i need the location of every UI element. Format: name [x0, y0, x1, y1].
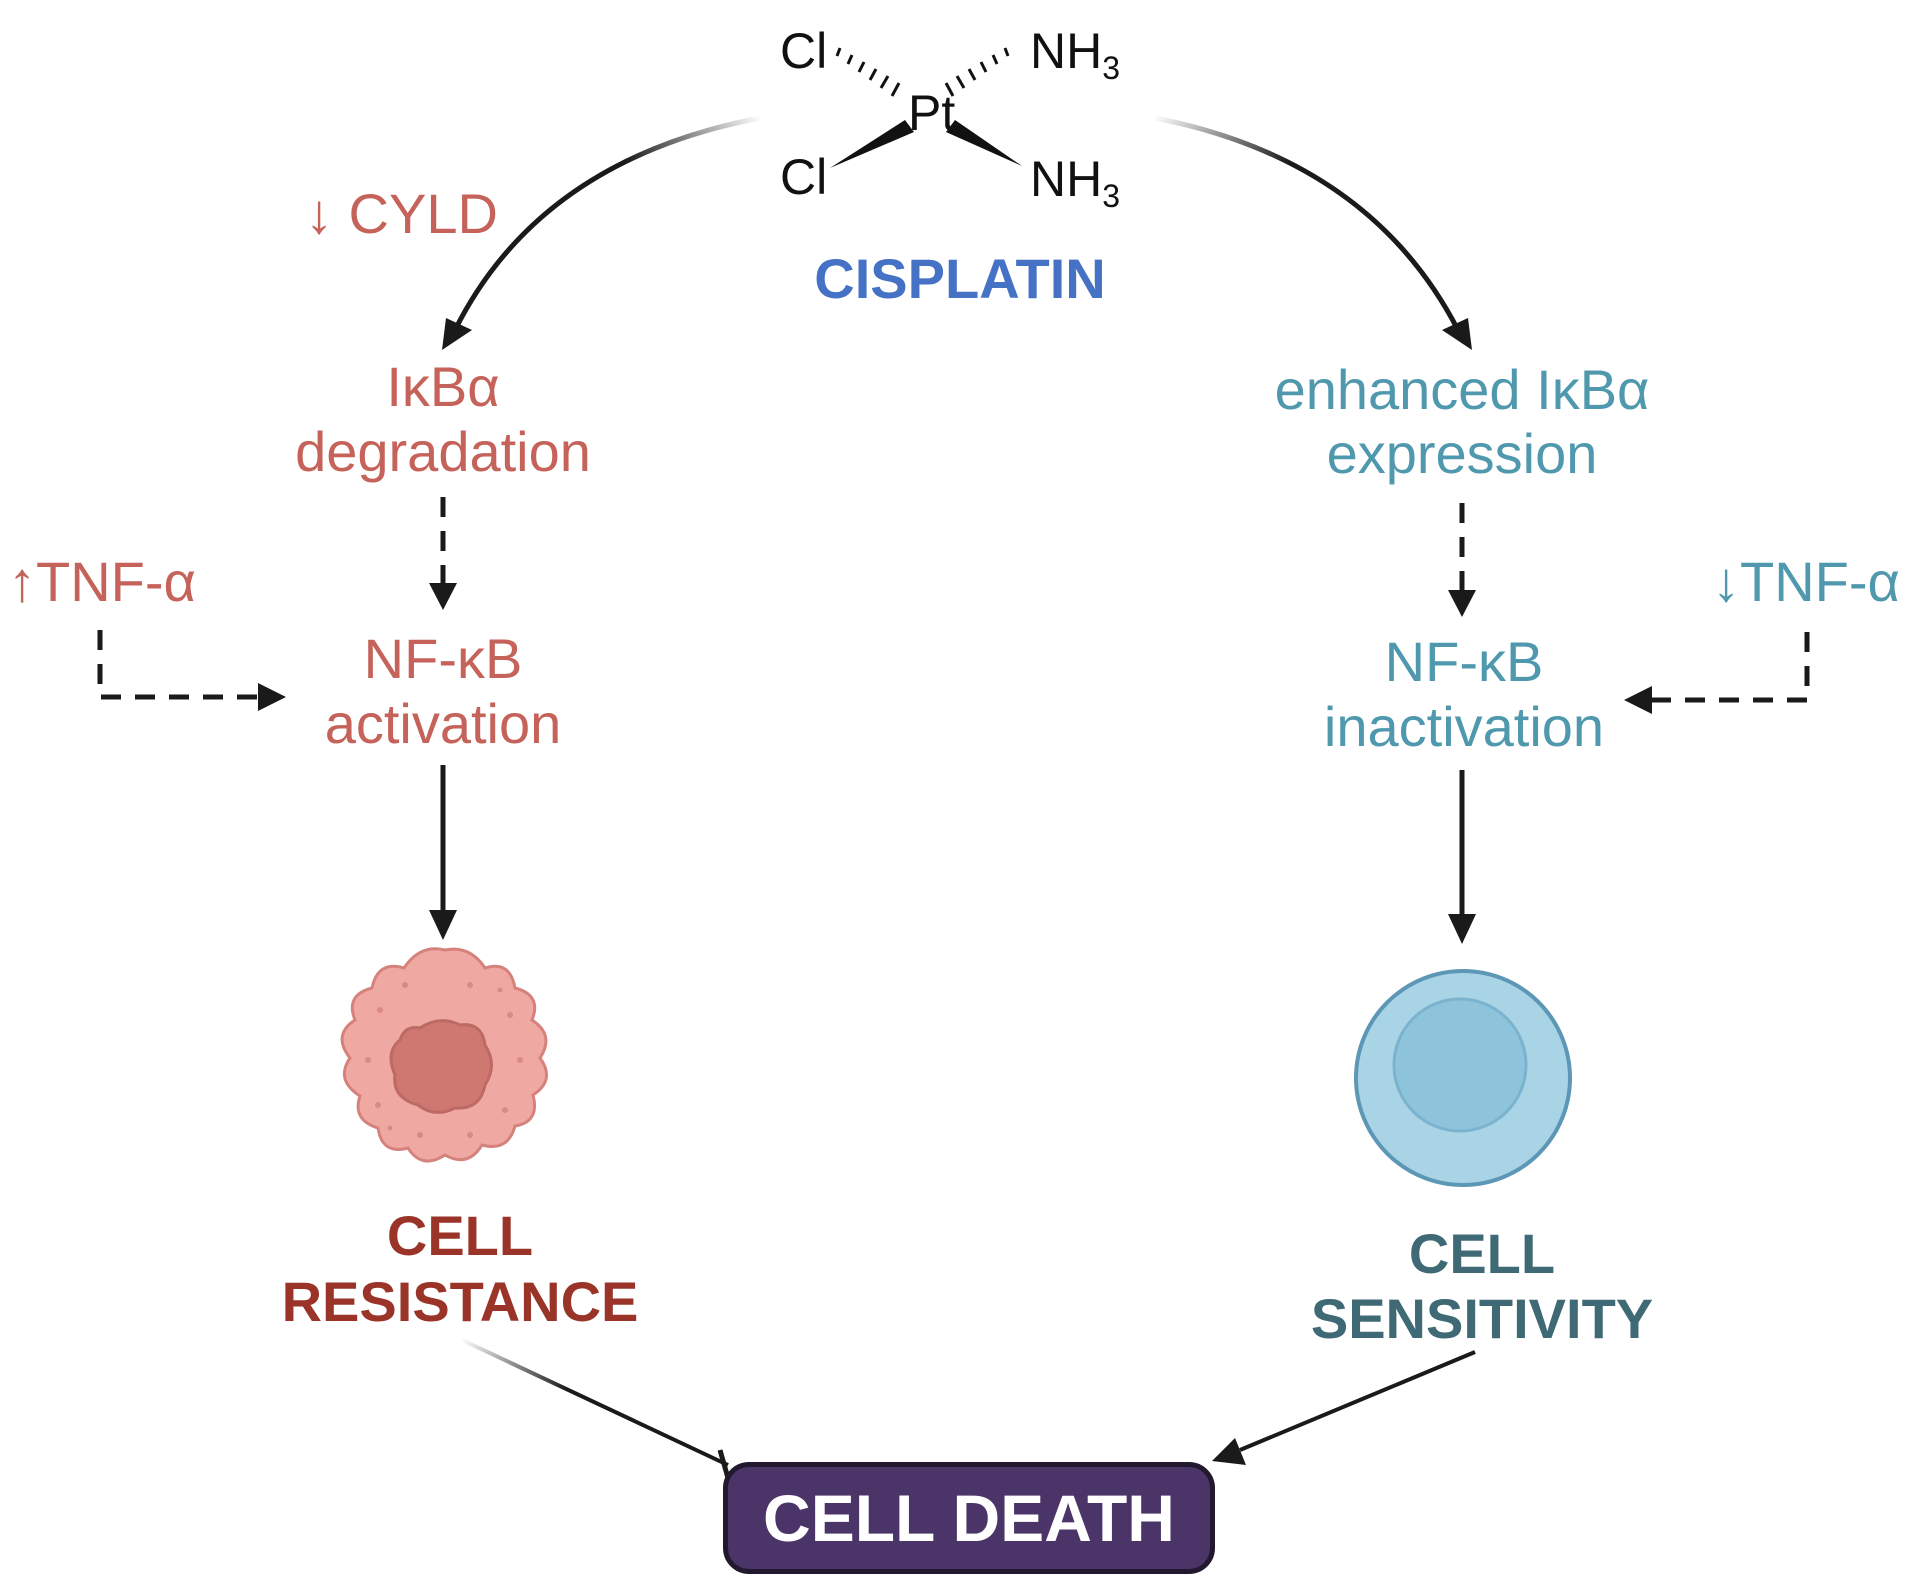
- inhibition-resistance-to-death: [461, 1338, 729, 1467]
- atom-pt: Pt: [908, 85, 956, 141]
- wedge-bond-right: [946, 120, 1022, 166]
- arrow-sensitivity-to-death: [1239, 1350, 1476, 1452]
- arrowhead-sensitive-cell: [1448, 914, 1476, 944]
- arrowhead-resistant-cell: [429, 910, 457, 940]
- sensitive-cell-nucleus: [1392, 997, 1528, 1133]
- ikba-expression-line1: enhanced IκBα: [1274, 358, 1650, 421]
- ikba-degradation-line2: degradation: [295, 420, 591, 483]
- nh3-bottom-subscript: 3: [1102, 178, 1121, 214]
- atom-nh3-bottom: NH3: [1030, 150, 1120, 215]
- wedge-bond-left: [830, 120, 914, 168]
- resistant-cell: [340, 947, 549, 1163]
- cisplatin-bonds: [835, 47, 1010, 97]
- arrow-cisplatin-to-degradation: [452, 115, 761, 332]
- cell-sensitivity-line1: CELL: [1408, 1222, 1556, 1285]
- cell-sensitivity-line2: SENSITIVITY: [1310, 1287, 1654, 1350]
- arrowhead-expression: [1442, 318, 1472, 350]
- cell-death-label: CELL DEATH: [763, 1481, 1175, 1555]
- nfkb-inactivation-line2: inactivation: [1323, 695, 1605, 758]
- ikba-expression-line2: expression: [1326, 422, 1598, 485]
- nfkb-activation-line1: NF-κB: [363, 627, 523, 690]
- nfkb-activation-line2: activation: [324, 692, 562, 755]
- arrowhead-cell-death: [1212, 1438, 1246, 1465]
- nh3-top-text: NH: [1030, 23, 1103, 79]
- nh3-top-subscript: 3: [1102, 50, 1121, 86]
- arrowhead-tnf-right: [1624, 686, 1652, 714]
- cisplatin-label: CISPLATIN: [814, 247, 1106, 310]
- atom-cl-top: Cl: [780, 23, 828, 79]
- cell-death-box: CELL DEATH: [723, 1462, 1215, 1574]
- arrowhead-tnf-left: [258, 683, 286, 711]
- atom-nh3-top: NH3: [1030, 22, 1120, 87]
- tnf-up-label: ↑TNF-α: [8, 550, 196, 613]
- sensitive-cell: [1354, 969, 1572, 1187]
- cyld-label: ↓ CYLD: [305, 182, 498, 245]
- tnf-down-label: ↓TNF-α: [1712, 550, 1900, 613]
- resistant-cell-nucleus: [389, 1019, 493, 1114]
- arrowhead-left-1: [429, 583, 457, 610]
- nh3-bottom-text: NH: [1030, 151, 1103, 207]
- arrow-cisplatin-to-expression: [1154, 115, 1461, 332]
- ikba-degradation-line1: IκBα: [386, 355, 500, 418]
- atom-cl-bottom: Cl: [780, 149, 828, 205]
- arrowhead-degradation: [442, 318, 472, 350]
- cell-resistance-line2: RESISTANCE: [281, 1270, 639, 1333]
- nfkb-inactivation-line1: NF-κB: [1384, 630, 1544, 693]
- dashed-arrow-tnf-left: [97, 630, 262, 700]
- arrowhead-right-1: [1448, 590, 1476, 617]
- cell-resistance-line1: CELL: [386, 1204, 534, 1267]
- dashed-arrow-tnf-right: [1650, 632, 1810, 703]
